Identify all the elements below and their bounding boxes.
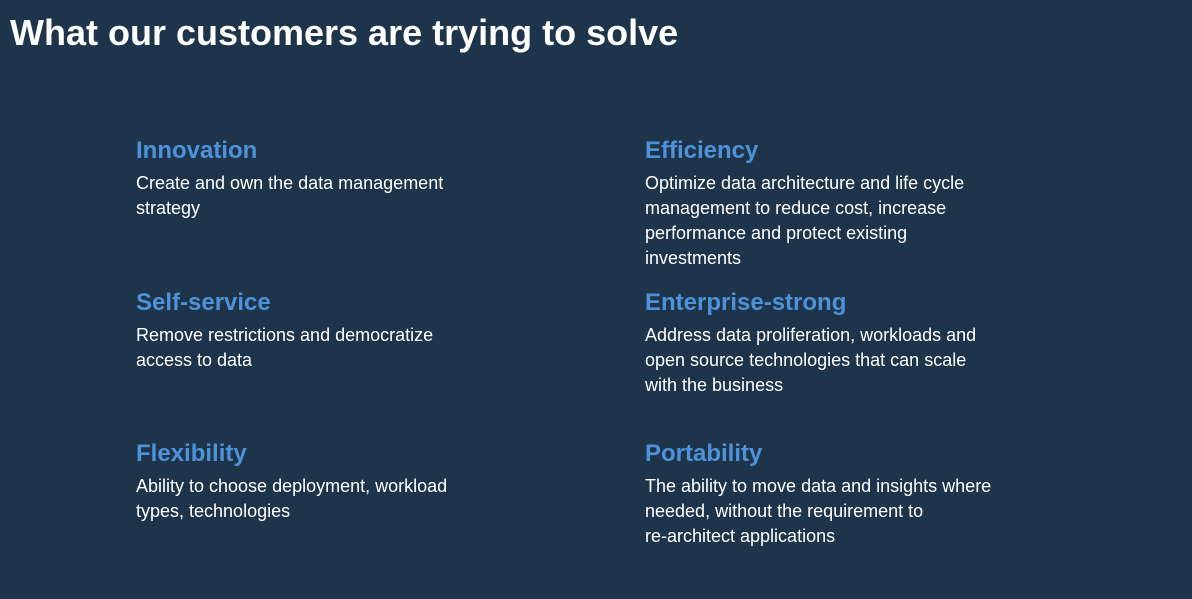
item-description: Optimize data architecture and life cycl… xyxy=(645,171,1025,271)
item-description: The ability to move data and insights wh… xyxy=(645,474,1055,549)
description-line: needed, without the requirement to xyxy=(645,501,924,521)
item-description: Address data proliferation, workloads an… xyxy=(645,323,1045,398)
slide-title: What our customers are trying to solve xyxy=(10,12,679,53)
item-innovation: Innovation Create and own the data manag… xyxy=(136,136,516,221)
item-heading: Self-service xyxy=(136,289,271,316)
description-line: management to reduce cost, increase xyxy=(645,198,947,218)
description-line: access to data xyxy=(136,350,253,370)
description-line: re-architect applications xyxy=(645,526,836,546)
item-flexibility: Flexibility Ability to choose deployment… xyxy=(136,439,516,524)
description-line: Address data proliferation, workloads an… xyxy=(645,325,977,345)
description-line: Ability to choose deployment, workload xyxy=(136,476,448,496)
item-heading: Portability xyxy=(645,440,763,467)
description-line: Create and own the data management xyxy=(136,173,444,193)
item-heading: Enterprise-strong xyxy=(645,289,847,316)
item-efficiency: Efficiency Optimize data architecture an… xyxy=(645,136,1025,271)
description-line: investments xyxy=(645,248,742,268)
item-self-service: Self-service Remove restrictions and dem… xyxy=(136,288,496,373)
description-line: performance and protect existing xyxy=(645,223,908,243)
description-line: Optimize data architecture and life cycl… xyxy=(645,173,965,193)
description-line: strategy xyxy=(136,198,201,218)
item-description: Ability to choose deployment, workload t… xyxy=(136,474,516,524)
description-line: open source technologies that can scale xyxy=(645,350,967,370)
description-line: The ability to move data and insights wh… xyxy=(645,476,992,496)
description-line: types, technologies xyxy=(136,501,291,521)
description-line: with the business xyxy=(645,375,784,395)
item-description: Remove restrictions and democratize acce… xyxy=(136,323,496,373)
item-heading: Flexibility xyxy=(136,440,247,467)
item-enterprise-strong: Enterprise-strong Address data prolifera… xyxy=(645,288,1045,398)
item-portability: Portability The ability to move data and… xyxy=(645,439,1055,549)
item-description: Create and own the data management strat… xyxy=(136,171,516,221)
item-heading: Innovation xyxy=(136,137,258,164)
item-heading: Efficiency xyxy=(645,137,759,164)
description-line: Remove restrictions and democratize xyxy=(136,325,434,345)
